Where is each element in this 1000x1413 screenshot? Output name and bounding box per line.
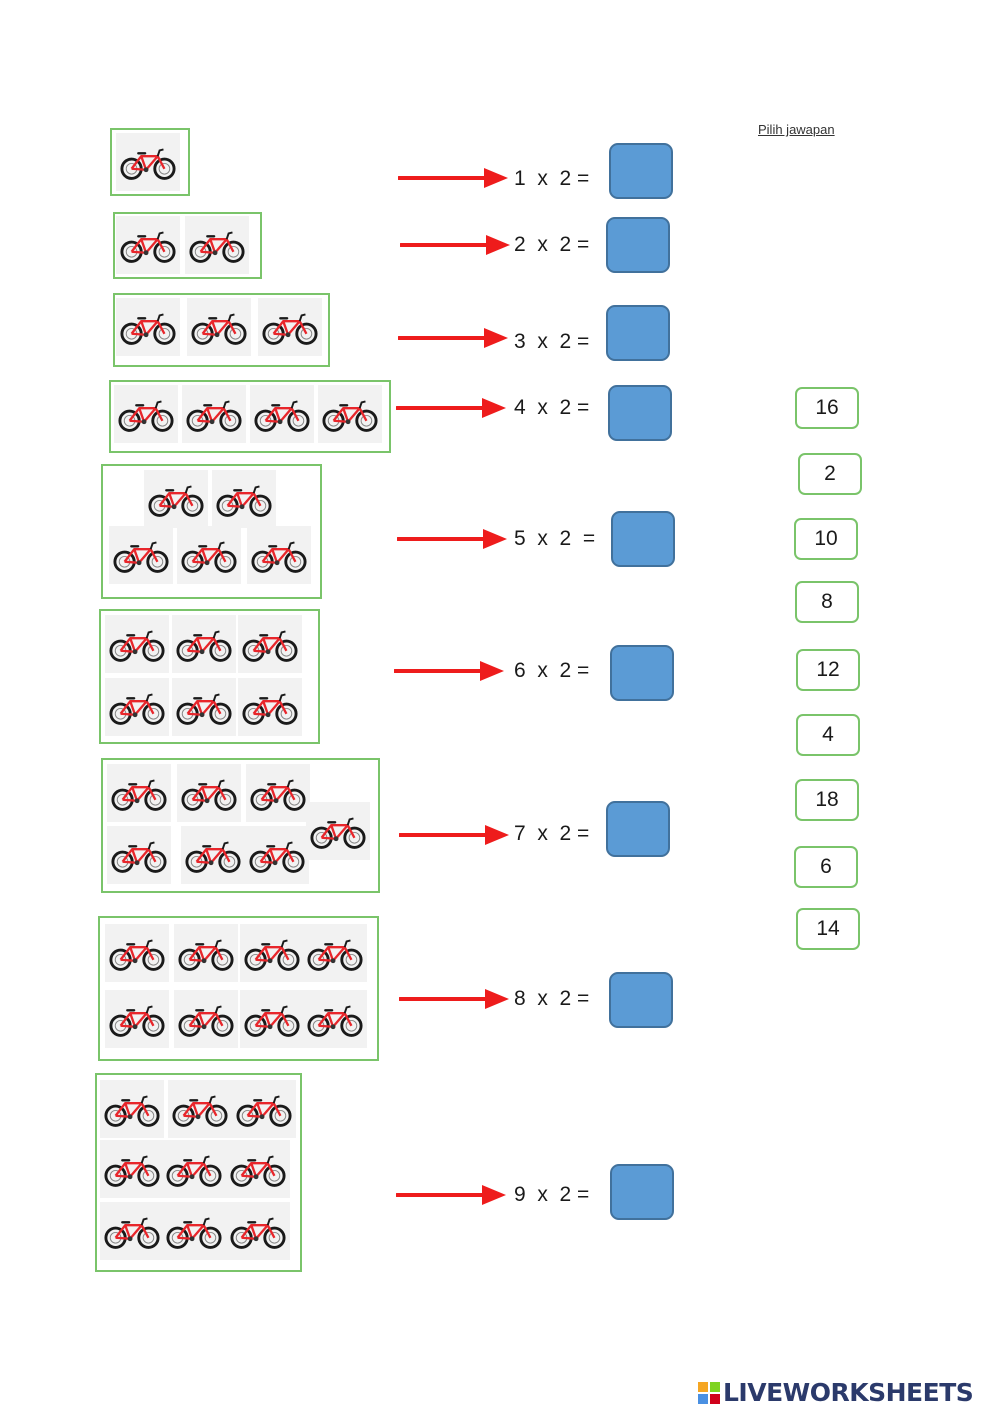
equation-5: 5 x 2 = [514,527,596,550]
bicycle-icon [187,298,251,356]
bicycle-icon [238,615,302,673]
bicycle-icon [107,826,171,884]
answer-choice-12[interactable]: 12 [796,649,860,691]
bicycle-icon [116,298,180,356]
answer-drop-box-7[interactable] [606,801,670,857]
bicycle-icon [182,385,246,443]
bicycle-icon [318,385,382,443]
answer-drop-box-1[interactable] [609,143,673,199]
red-arrow-icon [399,823,511,847]
answer-choice-6[interactable]: 6 [794,846,858,888]
answer-drop-box-6[interactable] [610,645,674,701]
bicycle-icon [177,764,241,822]
brand-name: LIVEWORKSHEETS [723,1378,974,1407]
bicycle-icon [144,470,208,528]
equation-4: 4 x 2 = [514,396,590,419]
bicycle-icon [226,1202,290,1260]
answer-drop-box-4[interactable] [608,385,672,441]
bicycle-icon [109,526,173,584]
bicycle-icon [174,990,238,1048]
instruction-text: Pilih jawapan [758,122,835,137]
red-arrow-icon [396,1183,508,1207]
bicycle-icon [181,826,245,884]
equation-9: 9 x 2 = [514,1183,590,1206]
bicycle-icon [303,924,367,982]
answer-choice-2[interactable]: 2 [798,453,862,495]
bicycle-icon [306,802,370,860]
bicycle-icon [116,216,180,274]
bicycle-icon [100,1080,164,1138]
answer-drop-box-9[interactable] [610,1164,674,1220]
equation-2: 2 x 2 = [514,233,590,256]
bicycle-icon [246,764,310,822]
bicycle-icon [240,990,304,1048]
bicycle-icon [100,1140,164,1198]
bicycle-icon [303,990,367,1048]
answer-drop-box-5[interactable] [611,511,675,567]
bicycle-icon [240,924,304,982]
equation-7: 7 x 2 = [514,822,590,845]
bicycle-icon [162,1202,226,1260]
red-arrow-icon [399,987,511,1011]
red-arrow-icon [398,166,510,190]
answer-drop-box-2[interactable] [606,217,670,273]
answer-choice-8[interactable]: 8 [795,581,859,623]
bicycle-icon [245,826,309,884]
brand-footer: LIVEWORKSHEETS [698,1378,974,1407]
answer-choice-16[interactable]: 16 [795,387,859,429]
bicycle-icon [105,615,169,673]
bicycle-icon [177,526,241,584]
answer-drop-box-8[interactable] [609,972,673,1028]
red-arrow-icon [400,233,512,257]
answer-choice-4[interactable]: 4 [796,714,860,756]
bicycle-icon [226,1140,290,1198]
red-arrow-icon [394,659,506,683]
liveworksheets-logo-icon [698,1381,720,1404]
equation-1: 1 x 2 = [514,167,590,190]
bicycle-icon [247,526,311,584]
bicycle-icon [250,385,314,443]
equation-6: 6 x 2 = [514,659,590,682]
answer-drop-box-3[interactable] [606,305,670,361]
bicycle-icon [100,1202,164,1260]
bicycle-icon [168,1080,232,1138]
equation-8: 8 x 2 = [514,987,590,1010]
bicycle-icon [174,924,238,982]
bicycle-icon [105,924,169,982]
bicycle-icon [116,133,180,191]
answer-choice-14[interactable]: 14 [796,908,860,950]
bicycle-icon [238,678,302,736]
red-arrow-icon [396,396,508,420]
bicycle-icon [105,678,169,736]
bicycle-icon [162,1140,226,1198]
bicycle-icon [258,298,322,356]
bicycle-icon [105,990,169,1048]
bicycle-icon [172,678,236,736]
answer-choice-18[interactable]: 18 [795,779,859,821]
bicycle-icon [212,470,276,528]
equation-3: 3 x 2 = [514,330,590,353]
bicycle-icon [185,216,249,274]
bicycle-icon [232,1080,296,1138]
bicycle-icon [114,385,178,443]
red-arrow-icon [398,326,510,350]
bicycle-icon [107,764,171,822]
red-arrow-icon [397,527,509,551]
bicycle-icon [172,615,236,673]
answer-choice-10[interactable]: 10 [794,518,858,560]
